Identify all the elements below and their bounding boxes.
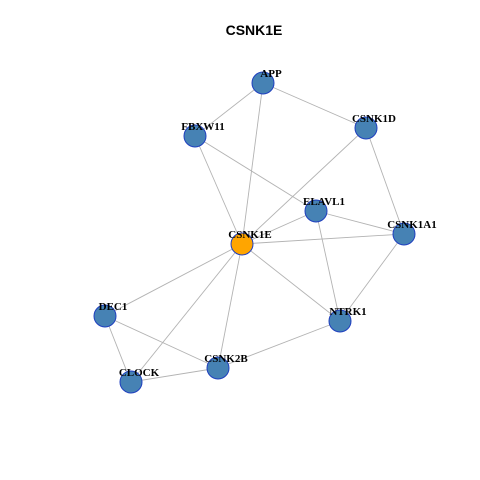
edge-csnk1d-csnk1e xyxy=(241,127,367,245)
node-elavl1 xyxy=(304,199,328,223)
node-ntrk1 xyxy=(328,309,352,333)
edge-elavl1-csnk1e xyxy=(241,210,317,245)
edge-elavl1-ntrk1 xyxy=(315,210,341,322)
node-label-csnk1d: CSNK1D xyxy=(352,113,396,125)
edge-app-fbxw11 xyxy=(194,82,264,137)
edge-app-csnk1d xyxy=(262,82,367,129)
node-label-elavl1: ELAVL1 xyxy=(303,196,345,208)
edge-elavl1-csnk1a1 xyxy=(315,210,405,235)
node-label-fbxw11: FBXW11 xyxy=(181,121,224,133)
edge-fbxw11-csnk1e xyxy=(194,135,243,245)
node-label-app: APP xyxy=(260,68,282,80)
node-csnk2b xyxy=(206,356,230,380)
node-dec1 xyxy=(93,304,117,328)
edge-fbxw11-elavl1 xyxy=(194,135,317,212)
node-fbxw11 xyxy=(183,124,207,148)
edge-csnk1e-csnk2b xyxy=(217,243,243,369)
node-label-csnk1a1: CSNK1A1 xyxy=(387,219,437,231)
node-label-clock: CLOCK xyxy=(119,367,160,379)
node-label-ntrk1: NTRK1 xyxy=(329,306,366,318)
graph-title: CSNK1E xyxy=(226,22,283,38)
node-label-csnk1e: CSNK1E xyxy=(228,229,271,241)
edges-layer xyxy=(104,82,405,383)
node-label-dec1: DEC1 xyxy=(99,301,128,313)
edge-csnk1d-csnk1a1 xyxy=(365,127,405,235)
edge-csnk1a1-ntrk1 xyxy=(339,233,405,322)
edge-csnk1e-dec1 xyxy=(104,243,243,317)
node-app xyxy=(251,71,275,95)
node-csnk1e xyxy=(230,232,254,256)
edge-csnk1e-ntrk1 xyxy=(241,243,341,322)
nodes-layer xyxy=(93,71,416,394)
edge-dec1-csnk2b xyxy=(104,315,219,369)
edge-clock-csnk2b xyxy=(130,367,219,383)
edge-csnk1e-clock xyxy=(130,243,243,383)
edge-app-csnk1e xyxy=(241,82,264,245)
node-label-csnk2b: CSNK2B xyxy=(204,353,248,365)
node-clock xyxy=(119,370,143,394)
edge-csnk1e-csnk1a1 xyxy=(241,233,405,245)
edge-dec1-clock xyxy=(104,315,132,383)
edge-ntrk1-csnk2b xyxy=(217,320,341,369)
node-csnk1d xyxy=(354,116,378,140)
node-csnk1a1 xyxy=(392,222,416,246)
